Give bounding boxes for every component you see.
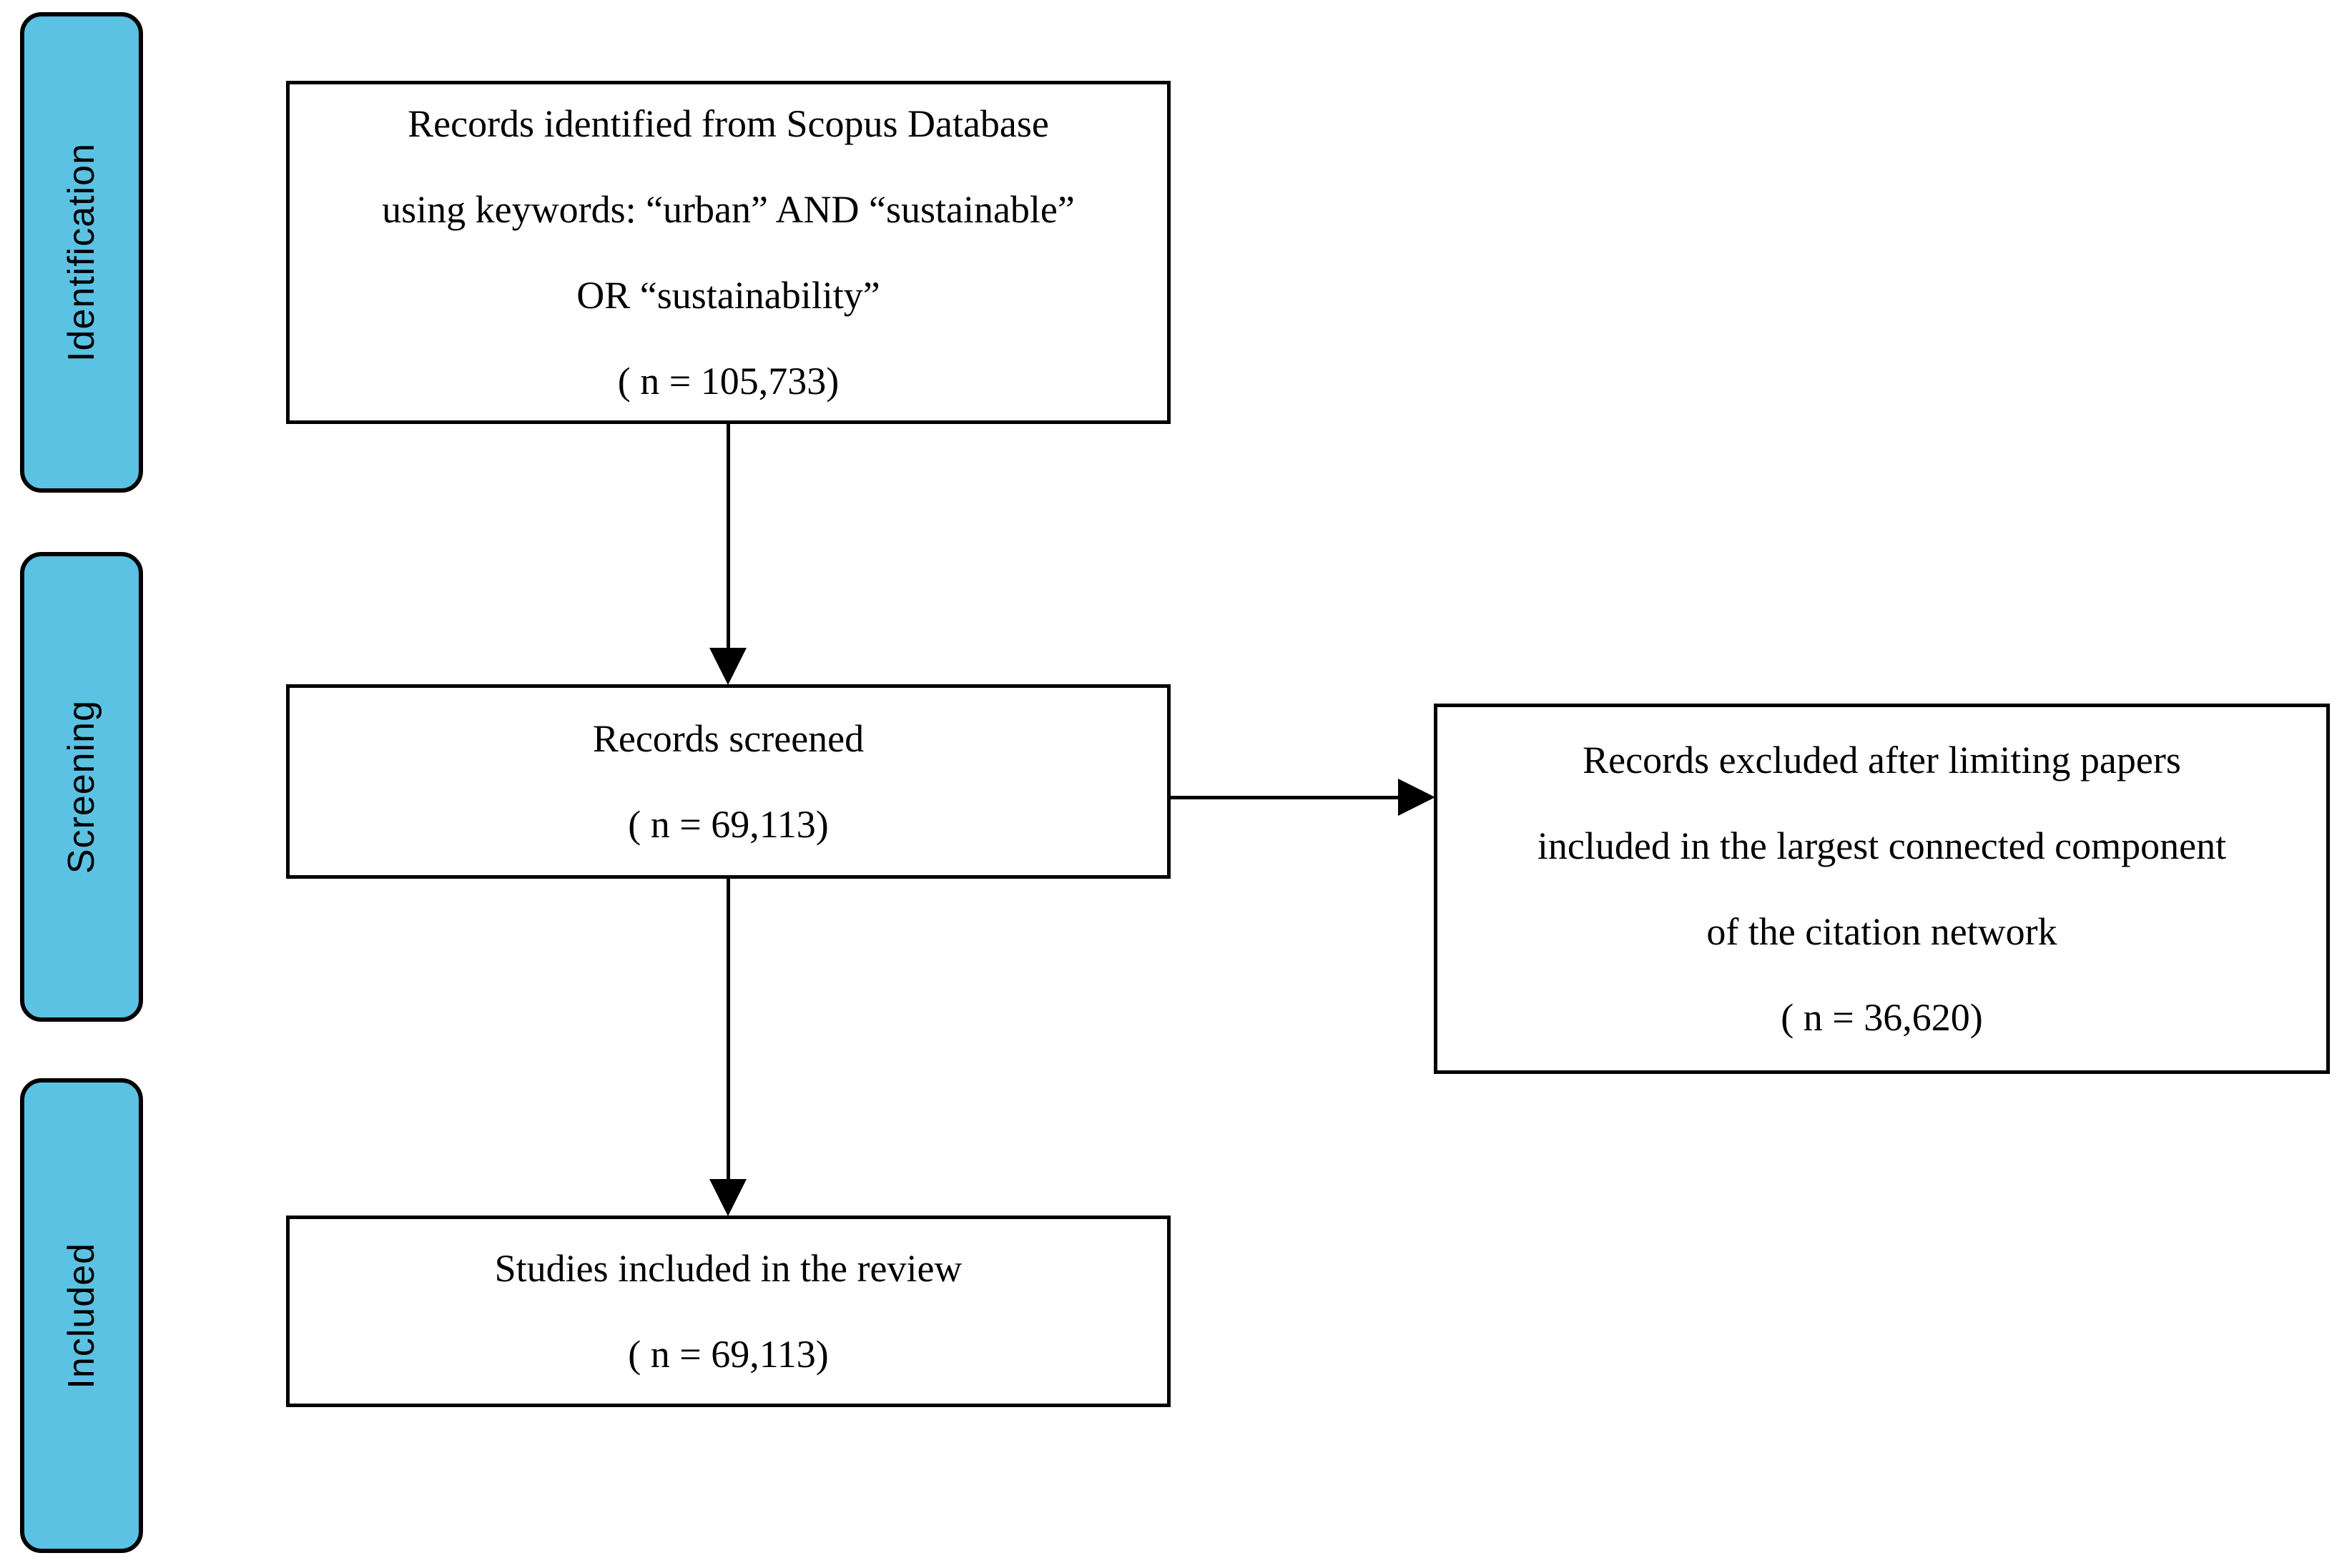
- box-records-identified-line-3: OR “sustainability”: [576, 274, 880, 317]
- box-records-excluded-count: ( n = 36,620): [1781, 996, 1983, 1039]
- stage-label-included: Included: [20, 1078, 143, 1553]
- stage-label-included-text: Included: [61, 1242, 102, 1389]
- arrow-screened-to-excluded-line: [1171, 796, 1401, 799]
- box-records-identified-count: ( n = 105,733): [617, 360, 840, 403]
- arrow-identified-to-screened-line: [727, 424, 730, 649]
- arrow-identified-to-screened-head: [709, 648, 747, 685]
- stage-label-identification-text: Identification: [61, 143, 102, 362]
- box-records-screened-count: ( n = 69,113): [628, 803, 829, 846]
- box-records-identified-line-1: Records identified from Scopus Database: [408, 102, 1049, 145]
- box-records-excluded-line-3: of the citation network: [1706, 910, 2057, 953]
- stage-label-screening: Screening: [20, 552, 143, 1022]
- box-records-excluded-line-2: included in the largest connected compon…: [1537, 824, 2227, 867]
- box-records-excluded-line-1: Records excluded after limiting papers: [1583, 739, 2181, 781]
- stage-label-identification: Identification: [20, 12, 143, 493]
- box-records-identified: Records identified from Scopus Database …: [286, 81, 1171, 424]
- arrow-screened-to-included-line: [727, 879, 730, 1180]
- box-studies-included-count: ( n = 69,113): [628, 1333, 829, 1376]
- arrow-screened-to-included-head: [709, 1179, 747, 1216]
- box-records-excluded: Records excluded after limiting papers i…: [1434, 704, 2330, 1074]
- box-records-screened-line-1: Records screened: [592, 717, 865, 760]
- box-records-identified-line-2: using keywords: “urban” AND “sustainable…: [382, 188, 1075, 231]
- stage-label-screening-text: Screening: [61, 699, 102, 874]
- arrow-screened-to-excluded-head: [1398, 779, 1435, 816]
- box-records-screened: Records screened ( n = 69,113): [286, 684, 1171, 879]
- box-studies-included-line-1: Studies included in the review: [494, 1247, 963, 1290]
- box-studies-included: Studies included in the review ( n = 69,…: [286, 1216, 1171, 1407]
